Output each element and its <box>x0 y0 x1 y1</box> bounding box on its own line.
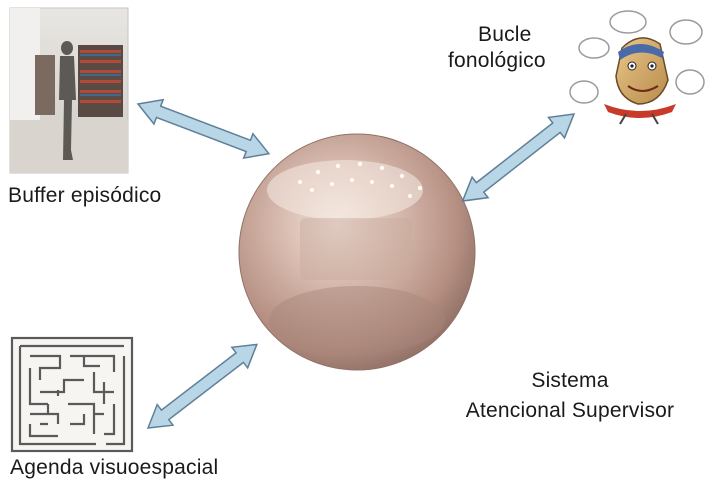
arrow-buffer-sphere <box>133 92 273 166</box>
arrow-agenda-sphere <box>140 334 265 438</box>
label-bucle-fonologico: Bucle fonológico <box>448 22 546 74</box>
label-bucle-line1: Bucle <box>448 22 546 48</box>
label-buffer-episodico: Buffer episódico <box>8 183 161 209</box>
label-sistema-line1: Sistema <box>438 368 702 394</box>
central-sphere <box>239 134 475 370</box>
label-agenda-visuoespacial: Agenda visuoespacial <box>10 455 218 481</box>
arrow-bucle-sphere <box>455 104 582 212</box>
agenda-visuoespacial-maze <box>12 338 132 451</box>
label-sistema-atencional-supervisor: Sistema Atencional Supervisor <box>438 368 702 424</box>
label-sistema-line2: Atencional Supervisor <box>438 398 702 424</box>
label-bucle-line2: fonológico <box>448 48 546 74</box>
buffer-episodico-image <box>10 8 128 173</box>
bucle-fonologico-image <box>570 11 704 124</box>
